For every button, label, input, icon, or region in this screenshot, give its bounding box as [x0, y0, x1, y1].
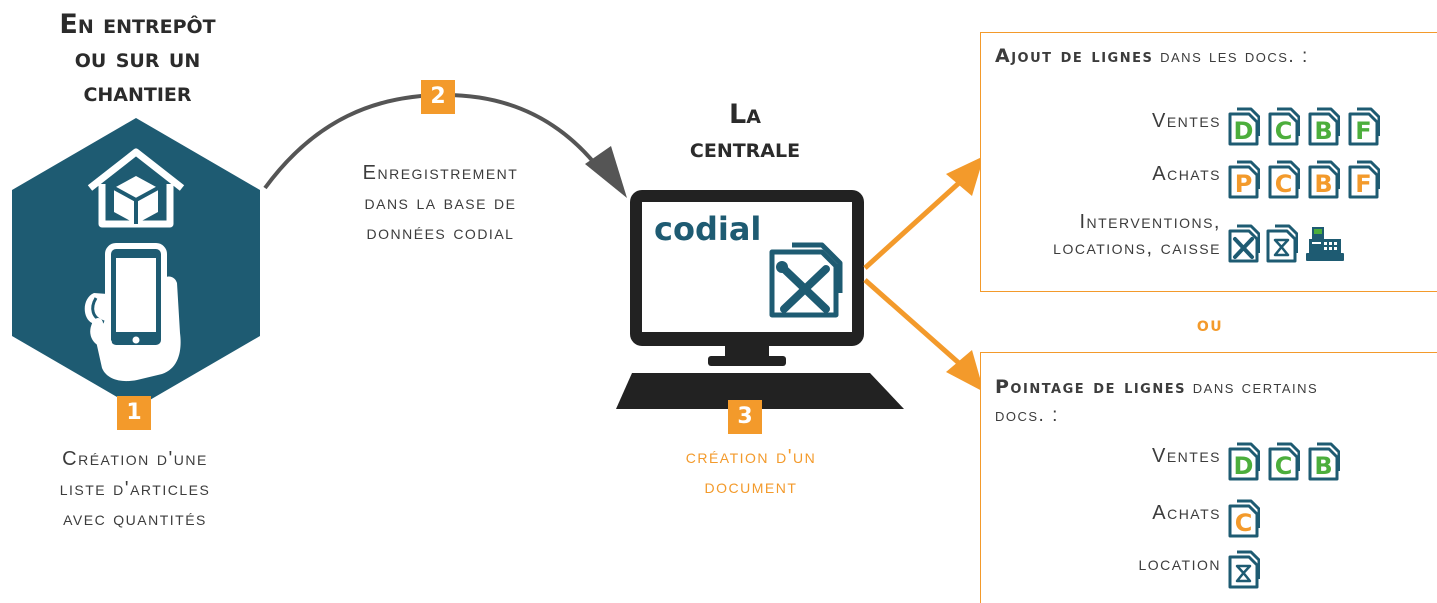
transfer-caption: Enregistrement dans la base de données c… — [318, 158, 563, 248]
central-caption: création d'un document — [640, 442, 862, 502]
warehouse-icon — [87, 148, 185, 228]
smartphone-hand-icon — [84, 243, 181, 382]
ajout-achats-doc-f-icon: F — [1348, 160, 1380, 199]
step-2-badge: 2 — [421, 80, 455, 114]
step-3-badge: 3 — [728, 400, 762, 434]
ajout-title-bold: Ajout de lignes — [995, 45, 1154, 67]
central-heading: La centrale — [640, 98, 850, 166]
pointage-ventes-doc-d-icon-letter: D — [1234, 452, 1254, 480]
central-heading-line1: La — [729, 99, 761, 130]
ajout-achats-doc-f-icon-letter: F — [1355, 170, 1371, 198]
codial-logo: codial — [654, 210, 762, 248]
ajout-row-achats-label: Achats — [1152, 163, 1221, 185]
warehouse-hexagon — [12, 118, 260, 408]
pointage-box-title: Pointage de lignes dans certains docs. : — [995, 373, 1425, 430]
pointage-achats-doc-c-icon: C — [1228, 499, 1260, 538]
computer-illustration — [616, 190, 904, 409]
ajout-ventes-doc-f-icon-letter: F — [1355, 117, 1371, 145]
pointage-ventes-doc-c-icon-letter: C — [1275, 452, 1293, 480]
ajout-ventes-doc-f-icon: F — [1348, 107, 1380, 146]
transfer-caption-line1: Enregistrement — [362, 162, 519, 184]
pointage-achats-doc-c-icon-letter: C — [1235, 509, 1253, 537]
ajout-ventes-doc-b-icon-letter: B — [1314, 117, 1332, 145]
ajout-achats-doc-p-icon: P — [1228, 160, 1260, 199]
location-hourglass-doc-icon — [1266, 224, 1298, 263]
ajout-box: Ajout de lignes dans les docs. : Ventes … — [980, 32, 1437, 292]
central-caption-line1: création d'un — [685, 446, 817, 468]
ajout-box-title: Ajout de lignes dans les docs. : — [995, 45, 1309, 68]
warehouse-caption-line3: avec quantités — [63, 508, 207, 530]
ajout-ventes-doc-b-icon: B — [1308, 107, 1340, 146]
arrow-up-head-icon — [946, 156, 984, 196]
ajout-achats-doc-c-icon-letter: C — [1275, 170, 1293, 198]
pointage-ventes-doc-c-icon: C — [1268, 442, 1300, 481]
pointage-title-rest: dans certains — [1192, 377, 1319, 398]
ajout-achats-doc-p-icon-letter: P — [1235, 170, 1253, 198]
intervention-document-icon — [769, 242, 843, 318]
pointage-title-line2: docs. : — [995, 405, 1059, 426]
arrow-head-icon — [585, 146, 627, 198]
warehouse-caption-line2: liste d'articles — [59, 478, 211, 500]
step-1-badge: 1 — [117, 396, 151, 430]
separator-ou: ou — [1196, 312, 1224, 336]
ajout-row-interventions-line1: Interventions, — [1079, 211, 1221, 233]
pointage-row-location-label: location — [1138, 553, 1221, 575]
intervention-doc-icon — [1228, 224, 1260, 263]
central-caption-line2: document — [704, 476, 798, 498]
output-arrows — [863, 156, 984, 392]
ajout-row-interventions-label: Interventions, locations, caisse — [981, 209, 1221, 261]
keyboard — [616, 373, 904, 409]
warehouse-caption-line1: Création d'une — [62, 448, 208, 470]
warehouse-heading-line2: ou sur un — [74, 43, 201, 74]
transfer-caption-line3: données codial — [366, 222, 515, 244]
ajout-ventes-doc-c-icon-letter: C — [1275, 117, 1293, 145]
pointage-box: Pointage de lignes dans certains docs. :… — [980, 352, 1437, 603]
ajout-title-rest: dans les docs. : — [1160, 46, 1309, 67]
warehouse-caption: Création d'une liste d'articles avec qua… — [10, 444, 260, 534]
pointage-row-achats-label: Achats — [1152, 502, 1221, 524]
pointage-ventes-doc-d-icon: D — [1228, 442, 1260, 481]
cash-register-icon — [1306, 227, 1344, 261]
ajout-ventes-doc-d-icon: D — [1228, 107, 1260, 146]
pointage-ventes-doc-b-icon: B — [1308, 442, 1340, 481]
ajout-row-ventes-label: Ventes — [1151, 110, 1221, 132]
pointage-row-ventes-label: Ventes — [1151, 445, 1221, 467]
ajout-row-interventions-line2: locations, caisse — [1053, 237, 1221, 259]
ajout-achats-doc-b-icon-letter: B — [1314, 170, 1332, 198]
transfer-caption-line2: dans la base de — [364, 192, 517, 214]
central-heading-line2: centrale — [689, 133, 801, 164]
ajout-achats-doc-b-icon: B — [1308, 160, 1340, 199]
pointage-location-hourglass-doc-icon — [1228, 550, 1260, 589]
pointage-title-bold: Pointage de lignes — [995, 376, 1186, 398]
ajout-ventes-doc-d-icon-letter: D — [1234, 117, 1254, 145]
warehouse-heading-line3: chantier — [83, 77, 192, 108]
ajout-achats-doc-c-icon: C — [1268, 160, 1300, 199]
ajout-ventes-doc-c-icon: C — [1268, 107, 1300, 146]
warehouse-heading: En entrepôt ou sur un chantier — [10, 8, 265, 110]
pointage-ventes-doc-b-icon-letter: B — [1314, 452, 1332, 480]
arrow-down-head-icon — [946, 350, 984, 392]
warehouse-heading-line1: En entrepôt — [59, 9, 216, 40]
